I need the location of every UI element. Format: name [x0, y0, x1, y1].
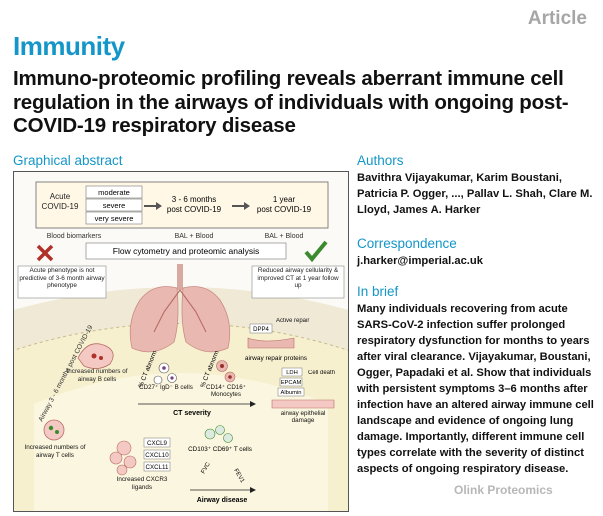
- lungs-illustration: [129, 264, 231, 353]
- method-label: Flow cytometry and proteomic analysis: [113, 246, 259, 256]
- albumin-label: Albumin: [281, 390, 302, 396]
- journal-name[interactable]: Immunity: [13, 31, 125, 61]
- cd103-t-cells-cluster: [204, 425, 233, 443]
- cxcl11-box: [143, 461, 171, 472]
- correspondence-section: Correspondence j.harker@imperial.ac.uk: [357, 236, 597, 269]
- ldh-label: LDH: [286, 370, 298, 376]
- authors-section: Authors Bavithra Vijayakumar, Karim Bous…: [357, 153, 597, 218]
- b-cells-label: Increased numbers of airway B cells: [67, 368, 128, 383]
- severity-label: severe: [103, 201, 126, 210]
- authors-list: Bavithra Vijayakumar, Karim Boustani, Pa…: [357, 172, 593, 216]
- method-box: [85, 242, 287, 260]
- severity-very-severe: [85, 211, 143, 225]
- authors-heading: Authors: [357, 153, 404, 168]
- epithelium-icon: [271, 399, 335, 409]
- cxcr3-label: Increased CXCR3 ligands: [117, 476, 168, 491]
- albumin-box: [277, 387, 305, 397]
- correspondence-heading: Correspondence: [357, 236, 457, 251]
- timeline-band: [35, 181, 329, 229]
- watermark: Olink Proteomics: [454, 483, 553, 497]
- sample-label: Blood biomarkers: [47, 233, 102, 240]
- check-icon: [304, 240, 328, 263]
- fvc-label: FVC: [201, 461, 213, 475]
- repair-proteins-label: airway repair proteins: [245, 355, 308, 362]
- cxcl10-box: [143, 449, 171, 460]
- ct-severity-label: CT severity: [173, 410, 211, 417]
- cell-death-label: Cell death: [308, 370, 335, 376]
- airway-t-cells-icon: [43, 419, 65, 441]
- timeline-arrow: [144, 202, 162, 210]
- severity-label: very severe: [95, 214, 134, 223]
- correspondence-email[interactable]: j.harker@imperial.ac.uk: [357, 255, 483, 267]
- timeline-arrow: [232, 202, 250, 210]
- cd27-label: CD27⁺ IgD⁻ B cells: [139, 384, 193, 391]
- cd14-label: CD14⁺ CD16⁺ Monocytes: [206, 384, 246, 398]
- repair-tissue-icon: [247, 337, 295, 349]
- sample-label: BAL + Blood: [175, 233, 214, 240]
- severity-moderate: [85, 185, 143, 199]
- cd27-cells-cluster: [153, 362, 177, 385]
- article-type-label: Article: [527, 8, 587, 29]
- in-brief-heading: In brief: [357, 284, 399, 299]
- cross-icon: [36, 244, 54, 262]
- airway-disease-arrow: [250, 487, 256, 493]
- left-note: Acute phenotype is not predictive of 3-6…: [19, 267, 104, 289]
- epcam-label: EPCAM: [281, 380, 302, 386]
- epcam-box: [279, 377, 303, 387]
- sample-label: BAL + Blood: [265, 233, 304, 240]
- in-brief-section: In brief Many individuals recovering fro…: [357, 284, 597, 477]
- in-brief-text: Many individuals recovering from acute S…: [357, 303, 594, 475]
- cxcl9-box: [143, 437, 171, 448]
- t-cells-label: Increased numbers of airway T cells: [25, 444, 86, 459]
- chemokine-label: CXCL11: [146, 464, 169, 471]
- ldh-box: [281, 367, 303, 377]
- ct-severity-arrow: [250, 401, 256, 407]
- dpp4-label: DPP4: [253, 327, 269, 333]
- inner-arc-band: [34, 373, 328, 511]
- left-note-box: [17, 265, 107, 299]
- dpp4-box: [249, 323, 273, 334]
- chemokine-label: CXCL10: [145, 452, 169, 459]
- airway-disease-label: Airway disease: [197, 497, 248, 504]
- cd103-label: CD103⁺ CD69⁺ T cells: [188, 446, 252, 453]
- active-repair-label: Active repair: [276, 318, 309, 324]
- right-note: Reduced airway cellularity & improved CT…: [257, 267, 338, 289]
- severity-label: moderate: [98, 188, 130, 197]
- graphical-abstract-heading: Graphical abstract: [13, 153, 123, 168]
- epithelial-damage-label: airway epithelial damage: [281, 410, 326, 424]
- article-title: Immuno-proteomic profiling reveals aberr…: [13, 67, 569, 137]
- alveoli-icon: [109, 440, 137, 476]
- chemokine-label: CXCL9: [147, 440, 168, 447]
- severity-severe: [85, 198, 143, 212]
- monocyte-cells-cluster: [216, 360, 236, 383]
- right-note-box: [251, 265, 345, 299]
